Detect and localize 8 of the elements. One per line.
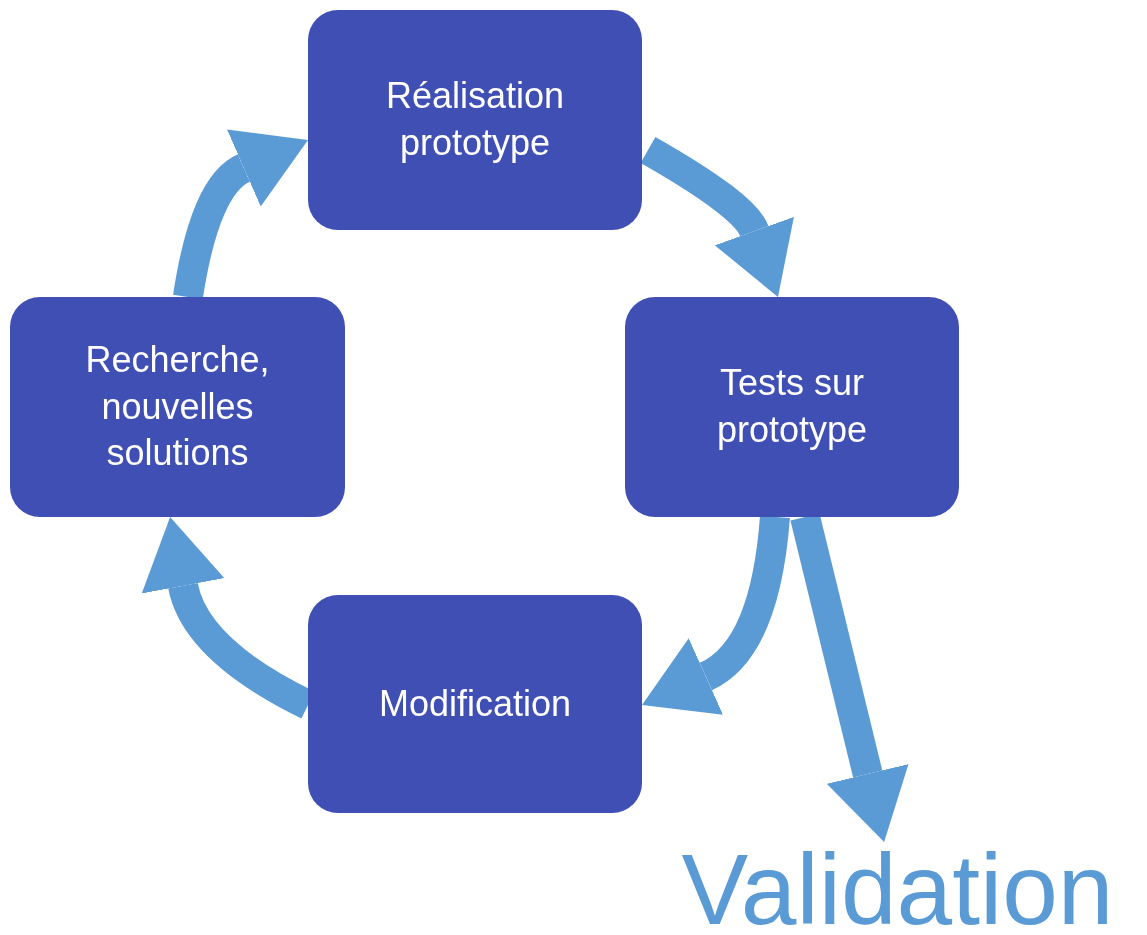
process-box: Réalisation prototype [308,10,642,230]
arrow [640,136,793,295]
process-box: Modification [308,595,642,813]
outcome-label: Validation [650,842,1145,935]
process-box: Recherche, nouvelles solutions [10,297,345,517]
arrow [644,515,790,714]
process-box: Tests sur prototype [625,297,959,517]
arrow [173,131,306,300]
